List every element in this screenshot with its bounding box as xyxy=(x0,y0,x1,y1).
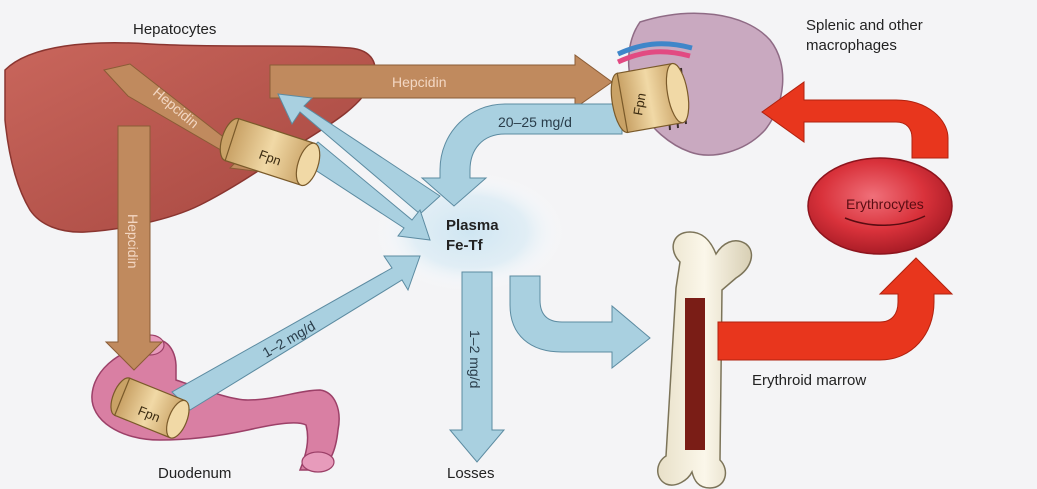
label-duodenum: Duodenum xyxy=(158,465,231,482)
label-plasma-2: Fe-Tf xyxy=(446,237,484,254)
label-erythrocytes: Erythrocytes xyxy=(846,196,924,212)
fpn-spleen xyxy=(607,62,692,134)
label-erythroid-marrow: Erythroid marrow xyxy=(752,372,866,389)
label-losses: Losses xyxy=(447,465,495,482)
hepcidin-label-duodenum: Hepcidin xyxy=(125,214,141,268)
rate-label-spleen: 20–25 mg/d xyxy=(498,114,572,130)
hepcidin-label-spleen: Hepcidin xyxy=(392,74,446,90)
label-hepatocytes: Hepatocytes xyxy=(133,21,216,38)
rate-label-losses: 1–2 mg/d xyxy=(467,330,483,388)
label-macrophages-2: macrophages xyxy=(806,37,897,54)
label-plasma-1: Plasma xyxy=(446,217,499,234)
bone-marrow-cavity xyxy=(685,298,705,450)
label-macrophages-1: Splenic and other xyxy=(806,17,923,34)
